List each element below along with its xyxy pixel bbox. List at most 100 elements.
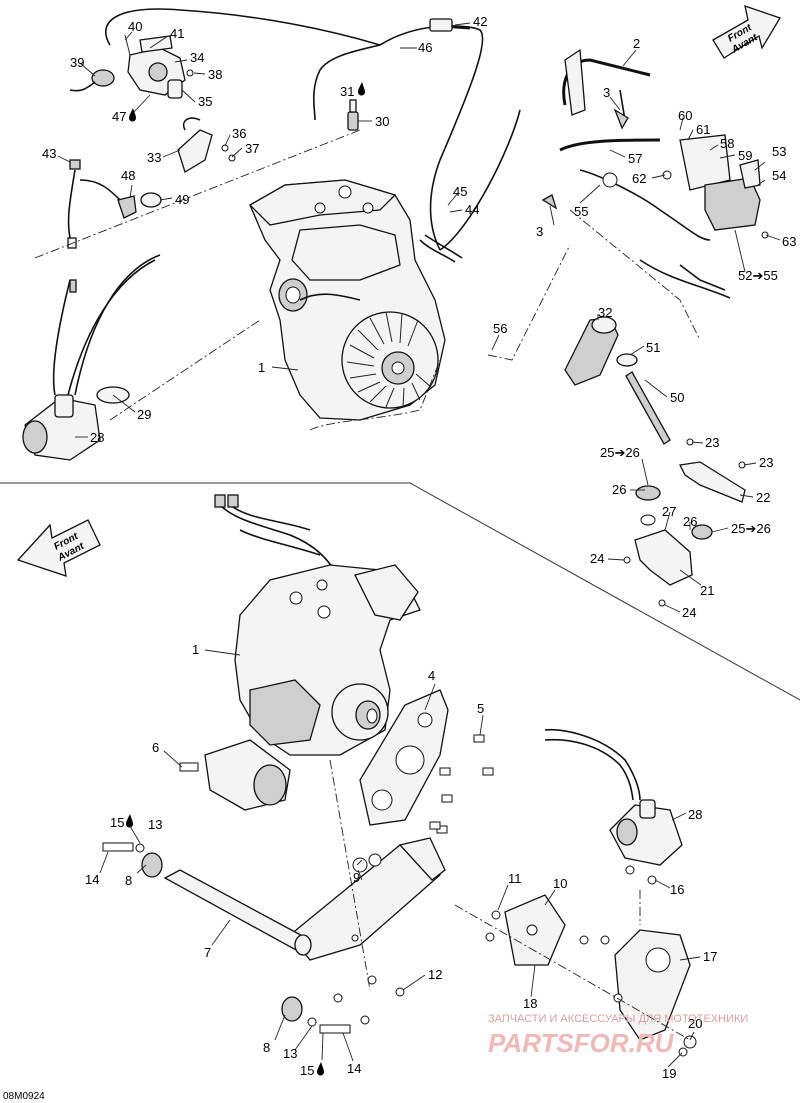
callout-42: 42 [473,14,487,29]
mount-bushing-8-bottom [281,996,351,1034]
oil-drop-icon [126,814,133,828]
callout-11: 11 [508,871,522,886]
callout-56: 56 [493,321,507,336]
watermark: ЗАПЧАСТИ И АКСЕССУАРЫ ДЛЯ МОТОТЕХНИКИ PA… [488,1013,748,1058]
callout-24: 24 [682,605,696,620]
plate-10 [485,894,566,966]
callout-21: 21 [700,583,714,598]
switch-48 [79,179,137,219]
callout-7: 7 [204,945,211,960]
callout-13: 13 [283,1046,297,1061]
ignition-coil-assembly [662,134,769,291]
tube-end [294,934,312,956]
callout-26: 26 [612,482,626,497]
callout-labels: 1 2 3 3 4 5 6 7 8 8 9 10 11 12 13 13 14 … [42,14,796,1081]
callout-19: 19 [662,1066,676,1081]
callout-44: 44 [465,202,479,217]
callout-43: 43 [42,146,56,161]
bolt-set-5 [429,734,494,834]
oil-drop-icon [129,108,136,122]
gasket-4 [359,689,449,826]
callout-35: 35 [198,94,212,109]
callout-33: 33 [147,150,161,165]
callout-34: 34 [190,50,204,65]
assembly-line-56 [487,244,571,361]
callout-24: 24 [590,551,604,566]
oil-drop-icon [317,1062,324,1076]
section-divider [0,482,800,701]
callout-15: 15 [110,815,124,830]
callout-9: 9 [353,870,360,885]
callout-55: 55 [574,204,588,219]
callout-13: 13 [148,817,162,832]
callout-32: 32 [598,305,612,320]
assembly-line-bracket-17 [454,904,691,1041]
callout-51: 51 [646,340,660,355]
callout-39: 39 [70,55,84,70]
callout-4: 4 [428,668,435,683]
callout-37: 37 [245,141,259,156]
callout-53: 53 [772,144,786,159]
callout-52-55: 52➔55 [738,268,778,283]
starter-motor [179,739,291,811]
callout-1: 1 [192,642,199,657]
callout-17: 17 [703,949,717,964]
callout-50: 50 [670,390,684,405]
oil-tank-cap [564,316,671,445]
mount-bracket [623,438,746,607]
callout-46: 46 [418,40,432,55]
drawing-reference-code: 08M0924 [3,1091,45,1102]
assembly-line-oil [34,129,361,259]
callout-3: 3 [536,224,543,239]
watermark-brand: PARTSFOR.RU [488,1028,675,1058]
sensor-39 [69,69,115,92]
oil-hose-assembly [541,48,731,299]
mount-tube-7 [163,869,312,951]
callout-16: 16 [670,882,684,897]
callout-30: 30 [375,114,389,129]
temperature-sensor-30 [347,99,359,131]
watermark-tagline: ЗАПЧАСТИ И АКСЕССУАРЫ ДЛЯ МОТОТЕХНИКИ [488,1013,748,1025]
callout-58: 58 [720,136,734,151]
callout-25-26: 25➔26 [731,521,771,536]
carburetor-top [22,254,161,461]
bracket-33 [177,117,236,173]
callout-62: 62 [632,171,646,186]
bracket-17 [579,929,697,1057]
callout-63: 63 [782,234,796,249]
assembly-line-engine-plate [329,759,371,991]
callout-27: 27 [662,504,676,519]
callout-12: 12 [428,967,442,982]
callout-15: 15 [300,1063,314,1078]
callout-59: 59 [738,148,752,163]
front-direction-arrow-top: Front Avant [712,5,781,59]
callout-3: 3 [603,85,610,100]
engine-mount-plate [289,837,446,1025]
callout-31: 31 [340,84,354,99]
callout-29: 29 [137,407,151,422]
callout-61: 61 [696,122,710,137]
engine-top [248,179,463,421]
assembly-line-coil [569,209,701,341]
mount-bushing-8-top [102,842,163,878]
callout-23: 23 [705,435,719,450]
callout-26: 26 [683,514,697,529]
cable-to-coil [439,109,521,251]
callout-1: 1 [258,360,265,375]
callout-40: 40 [128,19,142,34]
callout-41: 41 [170,26,184,41]
callout-14: 14 [347,1061,361,1076]
callout-8: 8 [263,1040,270,1055]
callout-5: 5 [477,701,484,716]
callout-23: 23 [759,455,773,470]
callout-18: 18 [523,996,537,1011]
callout-54: 54 [772,168,786,183]
cable-connector-42 [429,18,453,32]
callout-10: 10 [553,876,567,891]
carburetor-bottom [544,728,683,885]
throttle-cable [312,44,381,121]
callout-49: 49 [175,192,189,207]
cable-harness-loop [104,8,484,251]
leader-lines [57,22,781,1068]
callout-36: 36 [232,126,246,141]
